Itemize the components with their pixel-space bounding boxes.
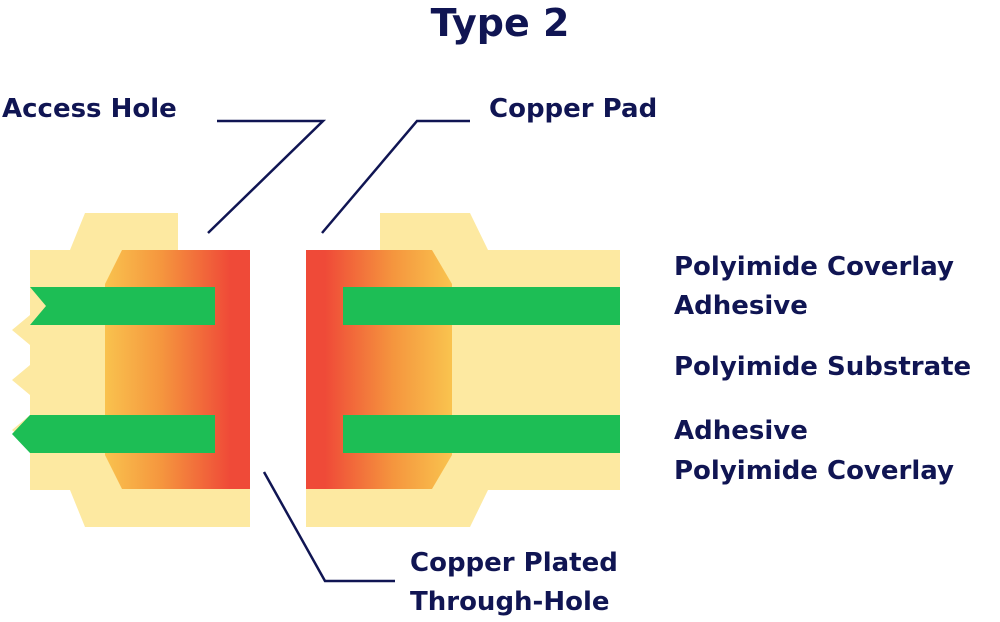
right-copper-pad (306, 250, 452, 489)
access-hole-label: Access Hole (2, 94, 177, 124)
diagram-title: Type 2 (430, 1, 570, 45)
layer-label-top-adhesive: Adhesive (674, 291, 808, 321)
layer-label-top-coverlay: Polyimide Coverlay (674, 252, 954, 282)
left-copper-pad (105, 250, 250, 489)
access-hole-leader (207, 119, 327, 234)
layer-label-substrate: Polyimide Substrate (674, 352, 972, 382)
layer-label-bottom-adhesive: Adhesive (674, 416, 808, 446)
plated-through-hole-label-line1: Copper Plated (410, 548, 618, 578)
plated-through-hole-label-line2: Through-Hole (410, 587, 610, 617)
copper-pad-leader (321, 119, 470, 234)
right-adhesive-top (343, 287, 620, 325)
left-adhesive-top (30, 287, 215, 325)
copper-pad-label: Copper Pad (489, 94, 658, 124)
layer-label-bottom-coverlay: Polyimide Coverlay (674, 456, 954, 486)
plated-through-hole-leader (262, 471, 395, 583)
right-adhesive-bottom (343, 415, 620, 453)
left-adhesive-bottom (12, 415, 215, 453)
